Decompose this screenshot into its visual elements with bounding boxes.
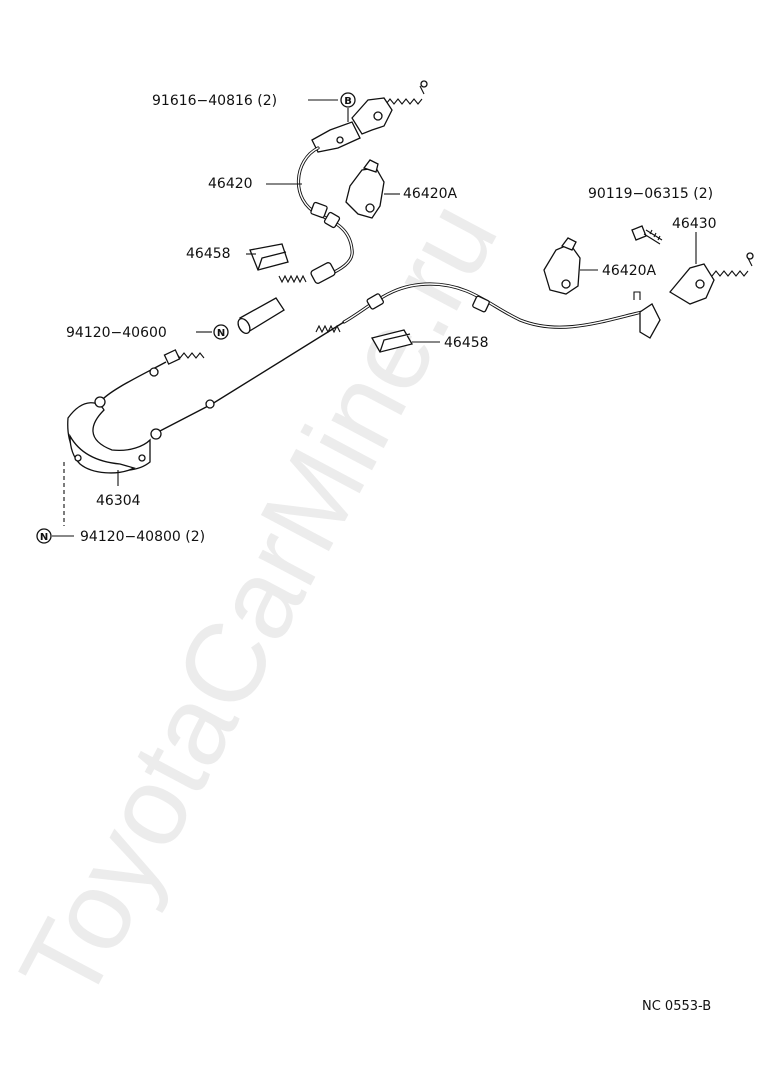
clip-46458-bottom — [371, 329, 413, 353]
label-90119-06315: 90119−06315 (2) — [588, 186, 713, 202]
bracket-46420a-top — [345, 159, 385, 219]
bolt-90119-icon — [631, 225, 663, 245]
label-94120-40800: 94120−40800 (2) — [80, 529, 205, 545]
cable-46420-assembly — [237, 80, 428, 335]
label-46420: 46420 — [208, 176, 253, 192]
label-46420a-1: 46420A — [403, 186, 458, 202]
label-46420a-2: 46420A — [602, 263, 657, 279]
bolt-symbol-icon: B — [340, 92, 356, 108]
svg-text:B: B — [344, 96, 352, 107]
label-46458-1: 46458 — [186, 246, 231, 262]
label-46430: 46430 — [672, 216, 717, 232]
inner-cable — [99, 321, 345, 440]
svg-text:N: N — [217, 328, 225, 339]
diagram-code: NC 0553-B — [642, 999, 711, 1014]
bracket-46420a-right — [543, 237, 581, 295]
label-94120-40600: 94120−40600 — [66, 325, 167, 341]
nut-symbol-icon: N — [213, 324, 229, 340]
svg-text:N: N — [40, 532, 48, 543]
cable-46430-assembly — [315, 252, 754, 339]
label-46304: 46304 — [96, 493, 141, 509]
guide-46304-part — [67, 396, 151, 474]
clip-46458-top — [249, 243, 289, 271]
right-end-bracket — [669, 263, 715, 305]
label-46458-2: 46458 — [444, 335, 489, 351]
top-bracket — [351, 97, 393, 135]
nut-symbol-icon-2: N — [36, 528, 52, 544]
label-91616-40816: 91616−40816 (2) — [152, 93, 277, 109]
